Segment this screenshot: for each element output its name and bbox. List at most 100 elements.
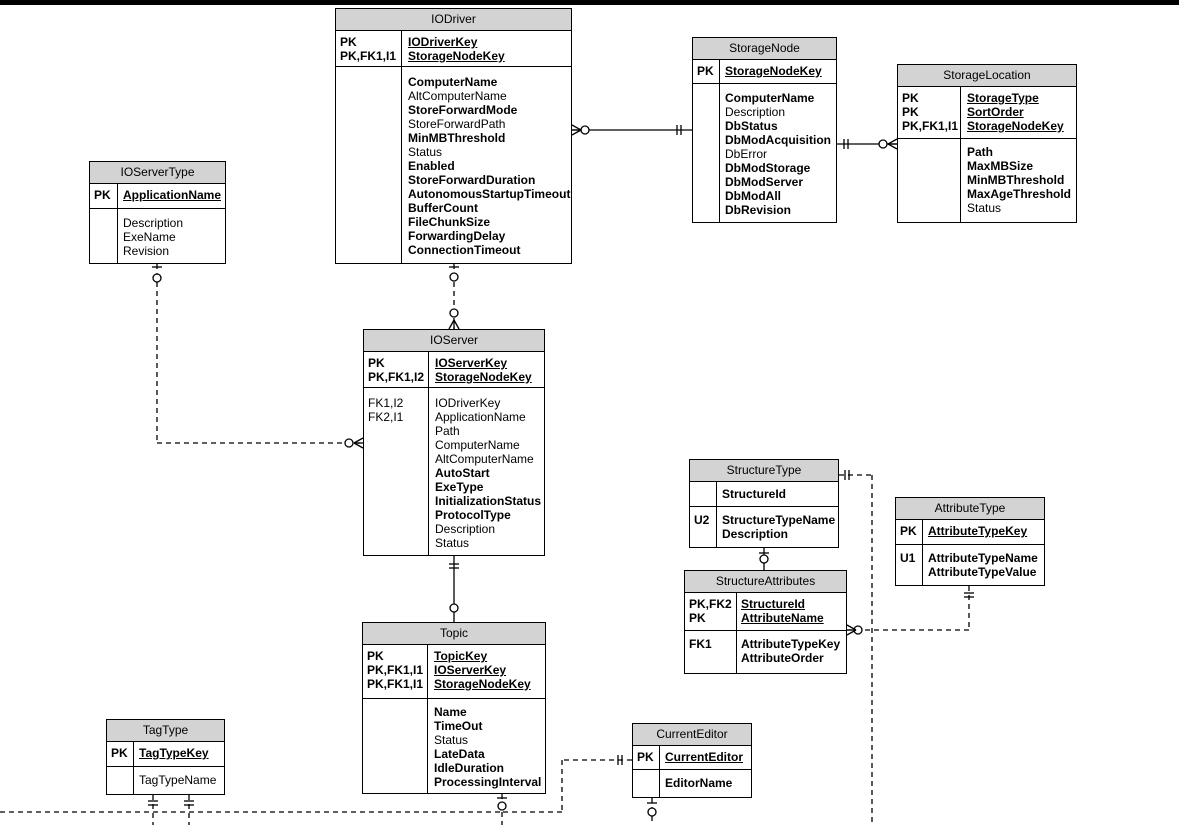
attribute: ForwardingDelay: [408, 229, 506, 243]
attribute: Path: [967, 145, 994, 159]
attribute: Revision: [123, 244, 170, 258]
entity-title: StructureType: [690, 460, 838, 482]
pk-key-labels: PK: [896, 520, 923, 544]
attribute: AltComputerName: [435, 452, 534, 466]
entity-title: Topic: [363, 623, 545, 645]
crowfoot-mark: [571, 129, 582, 136]
attribute: DbModStorage: [725, 161, 811, 175]
pk-attributes: ApplicationName: [118, 184, 221, 208]
pk-attribute: SortOrder: [967, 105, 1024, 119]
attribute: DbModAcquisition: [725, 133, 831, 147]
crowfoot-mark: [448, 319, 455, 330]
pk-attribute: StructureId: [741, 597, 806, 611]
attribute: MaxAgeThreshold: [967, 187, 1072, 201]
circle-mark: [878, 139, 888, 149]
attribute: ExeName: [123, 230, 176, 244]
entity-ioservertype[interactable]: IOServerType PK ApplicationName Descript…: [89, 161, 226, 264]
attributes: EditorName: [660, 770, 732, 797]
entity-title: CurrentEditor: [633, 724, 751, 746]
pk-attribute: IOServerKey: [435, 356, 508, 370]
crowfoot-mark: [846, 629, 857, 636]
attribute: BufferCount: [408, 201, 478, 215]
pk-attribute: StorageType: [967, 91, 1039, 105]
crowfoot-mark: [453, 319, 460, 330]
attribute: ProtocolType: [435, 508, 511, 522]
attribute: Description: [123, 216, 184, 230]
pk-key-labels: [690, 482, 717, 506]
pk-attribute: TopicKey: [434, 649, 488, 663]
attribute: StructureTypeName: [722, 513, 836, 527]
attribute: DbModServer: [725, 175, 804, 189]
attribute: Status: [435, 536, 470, 550]
attribute: ComputerName: [435, 438, 520, 452]
entity-title: IODriver: [336, 9, 571, 31]
attribute: IODriverKey: [435, 396, 501, 410]
attr-key-labels: FK1,I2 FK2,I1: [364, 388, 429, 555]
pk-attributes: TagTypeKey: [134, 742, 209, 766]
attribute: ExeType: [435, 480, 484, 494]
pk-key-labels: PK PK PK,FK1,I1: [898, 87, 961, 138]
pk-key-labels: PK PK,FK1,I2: [364, 352, 429, 387]
pk-attributes: StructureId: [717, 482, 786, 506]
attribute: DbStatus: [725, 119, 778, 133]
attribute: TagTypeName: [139, 773, 217, 787]
attr-key-labels: U1: [896, 545, 923, 585]
circle-mark: [449, 603, 459, 613]
pk-attribute: TagTypeKey: [139, 746, 209, 760]
attribute: Status: [967, 201, 1002, 215]
pk-key-labels: PK: [633, 746, 660, 769]
entity-structuretype[interactable]: StructureType StructureId U2 StructureTy…: [689, 459, 839, 548]
attribute: Status: [434, 733, 469, 747]
attribute: Status: [408, 145, 443, 159]
crowfoot-mark: [353, 442, 364, 449]
entity-attributetype[interactable]: AttributeType PK AttributeTypeKey U1 Att…: [895, 497, 1045, 586]
pk-key-labels: PK PK,FK1,I1 PK,FK1,I1: [363, 645, 428, 698]
entity-title: StructureAttributes: [685, 571, 846, 593]
entity-tagtype[interactable]: TagType PK TagTypeKey TagTypeName: [106, 719, 225, 795]
pk-key-labels: PK,FK2 PK: [685, 593, 737, 630]
attribute: Description: [435, 522, 496, 536]
pk-key-labels: PK: [107, 742, 134, 766]
entity-title: StorageNode: [693, 38, 836, 60]
entity-title: IOServer: [364, 330, 544, 352]
pk-attribute: StorageNodeKey: [434, 677, 531, 691]
attribute: AttributeTypeKey: [741, 637, 841, 651]
circle-mark: [152, 273, 162, 283]
top-border: [0, 0, 1179, 5]
circle-mark: [449, 308, 459, 318]
attribute: ProcessingInterval: [434, 775, 542, 789]
attr-key-labels: [90, 209, 118, 263]
entity-structureattributes[interactable]: StructureAttributes PK,FK2 PK StructureI…: [684, 570, 847, 674]
attr-key-labels: [363, 699, 428, 793]
attribute: IdleDuration: [434, 761, 505, 775]
circle-mark: [647, 807, 657, 817]
entity-currenteditor[interactable]: CurrentEditor PK CurrentEditor EditorNam…: [632, 723, 752, 798]
attribute: ComputerName: [408, 75, 498, 89]
pk-attribute: IOServerKey: [434, 663, 507, 677]
pk-attributes: CurrentEditor: [660, 746, 743, 769]
pk-attributes: StorageNodeKey: [720, 60, 822, 83]
circle-mark: [449, 272, 459, 282]
entity-storagenode[interactable]: StorageNode PK StorageNodeKey ComputerNa…: [692, 37, 837, 223]
entity-storagelocation[interactable]: StorageLocation PK PK PK,FK1,I1 StorageT…: [897, 64, 1077, 223]
pk-attribute: ApplicationName: [123, 188, 222, 202]
pk-key-labels: PK: [90, 184, 118, 208]
attr-key-labels: [693, 84, 720, 222]
circle-mark: [580, 125, 590, 135]
attribute: EditorName: [665, 776, 733, 790]
attribute: StoreForwardPath: [408, 117, 506, 131]
pk-attribute: CurrentEditor: [665, 750, 743, 764]
